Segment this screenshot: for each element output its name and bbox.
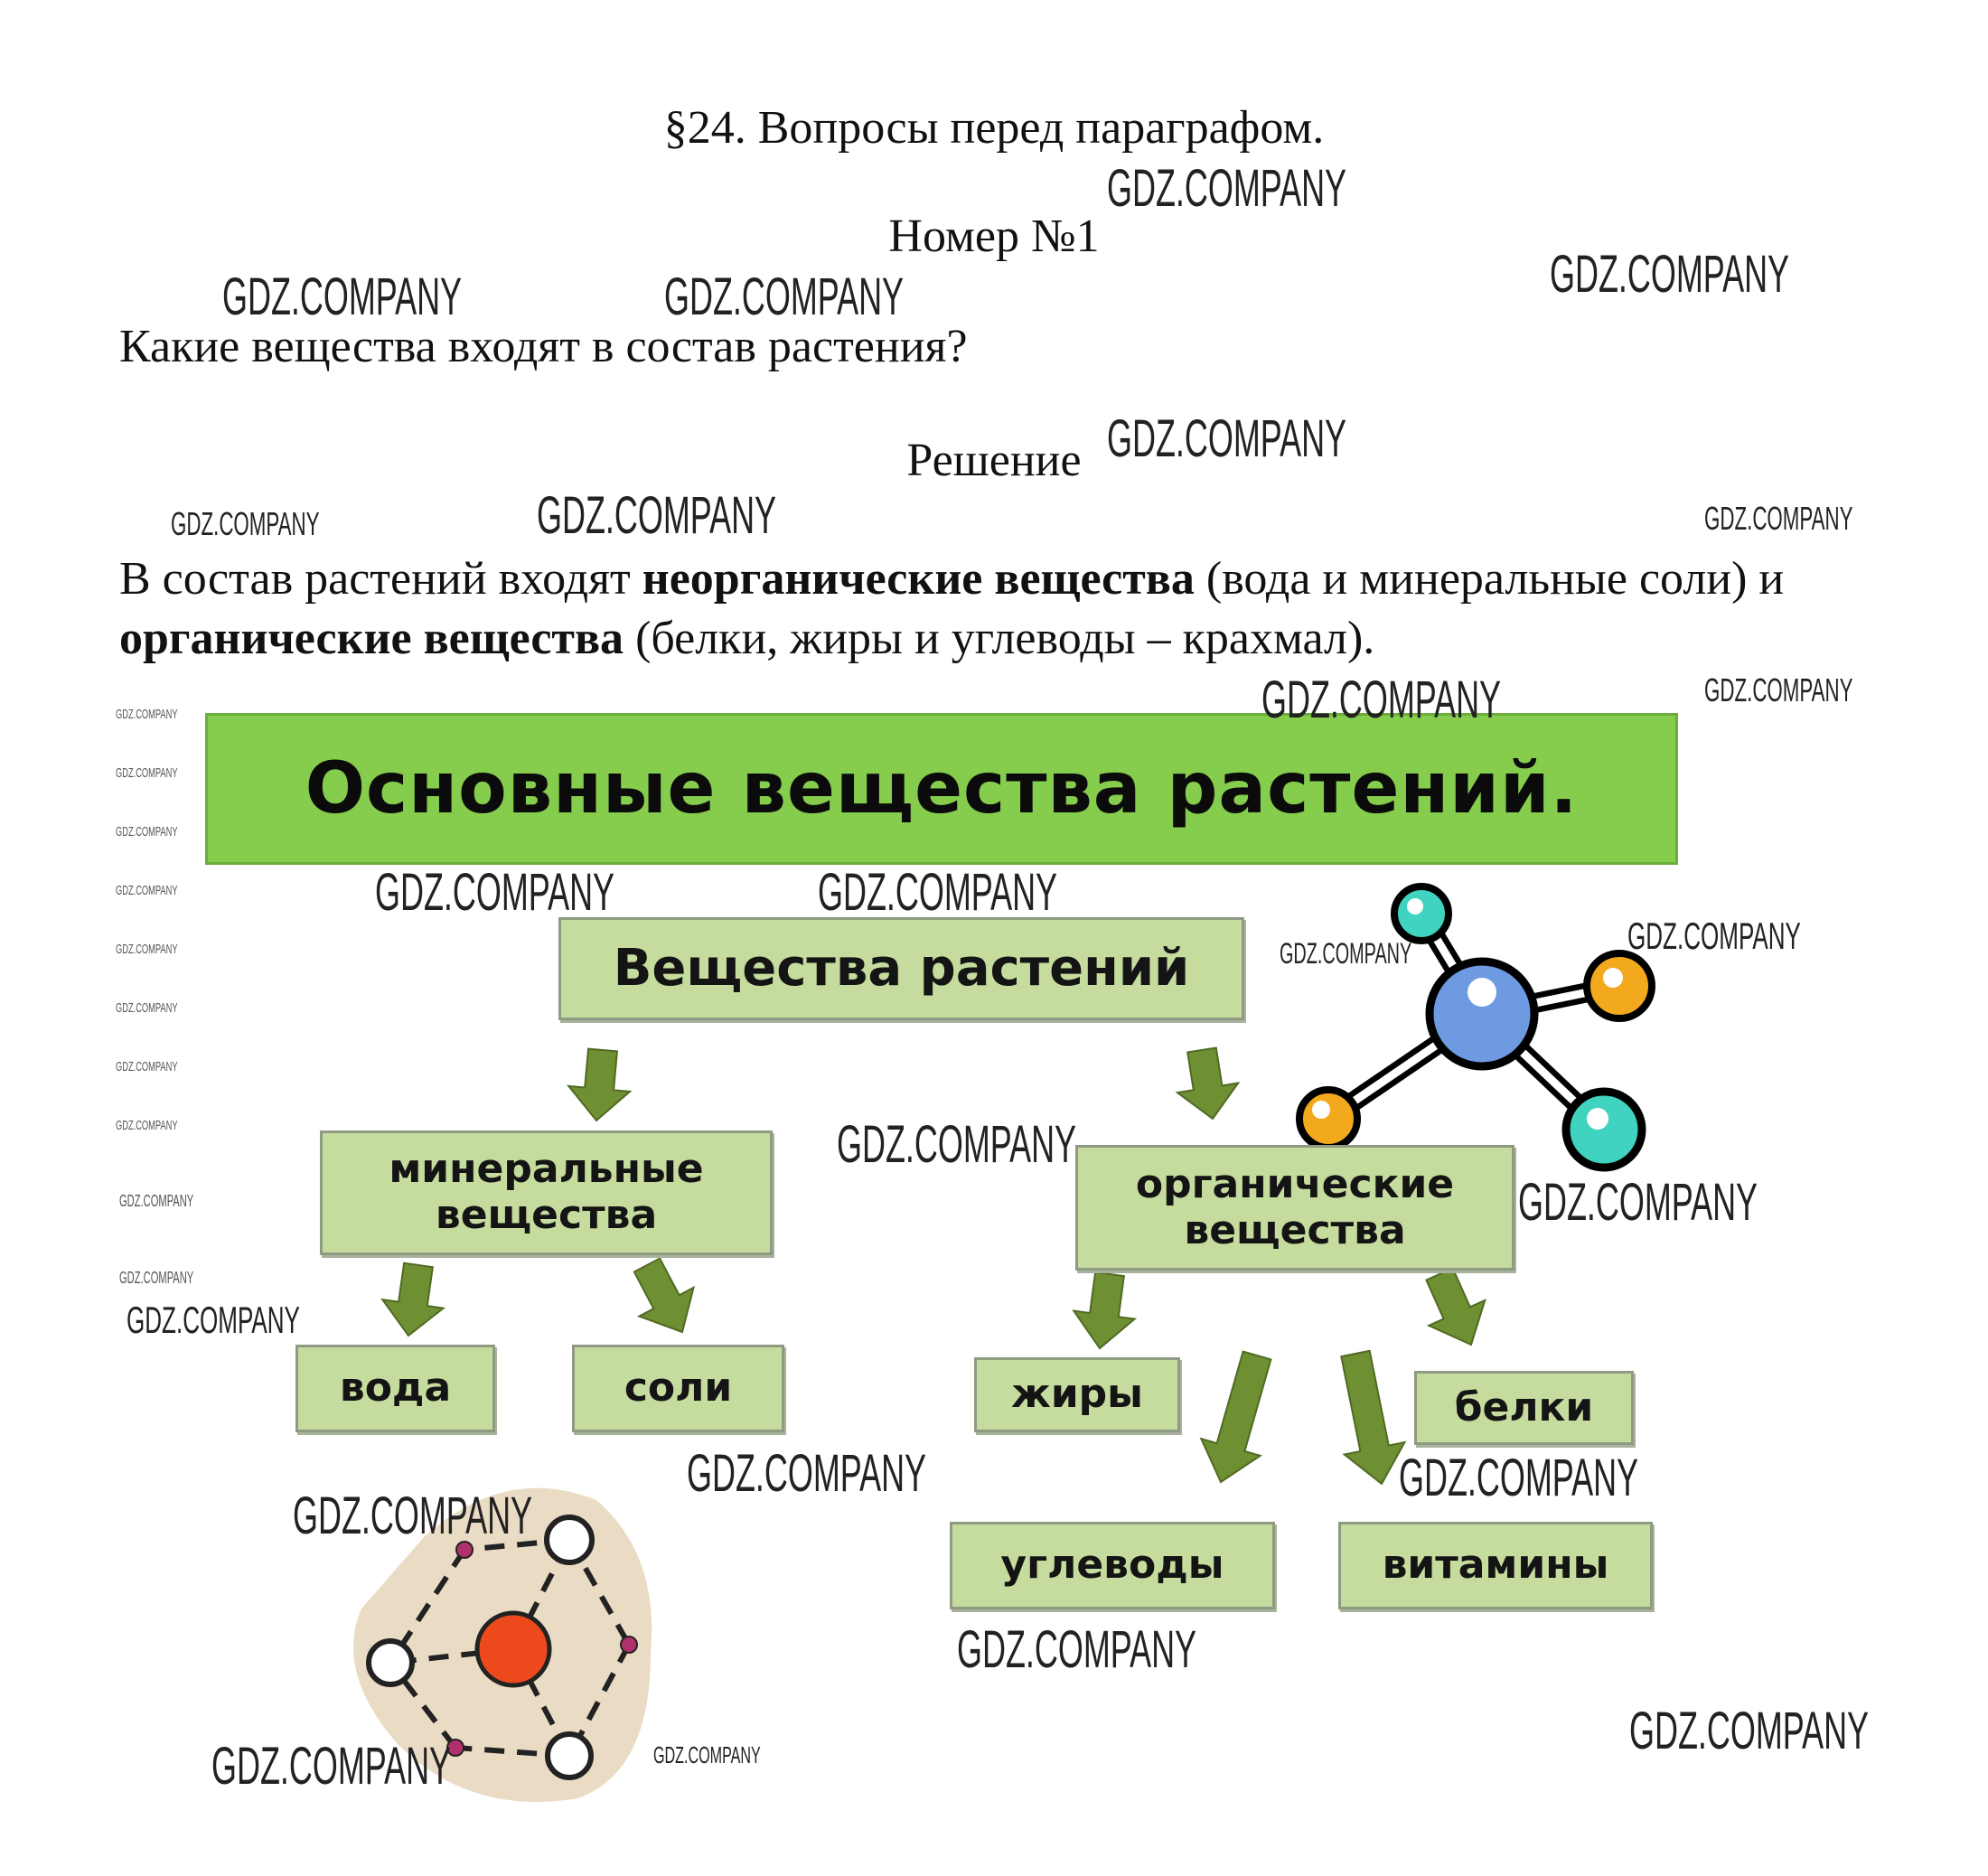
watermark: GDZ.COMPANY — [837, 1115, 1077, 1174]
diagram-banner: Основные вещества растений. — [205, 713, 1678, 865]
box-label: минеральные вещества — [389, 1146, 704, 1238]
watermark: GDZ.COMPANY — [211, 1737, 452, 1796]
watermark: GDZ.COMPANY — [1550, 245, 1790, 304]
watermark: GDZ.COMPANY — [116, 1000, 178, 1016]
box-label: углеводы — [1000, 1542, 1224, 1589]
watermark: GDZ.COMPANY — [1280, 937, 1412, 970]
watermark: GDZ.COMPANY — [1107, 409, 1347, 468]
watermark: GDZ.COMPANY — [1629, 1702, 1870, 1760]
box-label: вода — [339, 1365, 452, 1412]
watermark: GDZ.COMPANY — [1704, 500, 1853, 537]
watermark: GDZ.COMPANY — [687, 1444, 927, 1503]
watermark: GDZ.COMPANY — [537, 486, 777, 545]
watermark: GDZ.COMPANY — [957, 1620, 1197, 1679]
watermark: GDZ.COMPANY — [116, 765, 178, 781]
box-label: жиры — [1011, 1371, 1143, 1418]
watermark: GDZ.COMPANY — [171, 505, 320, 542]
answer-paragraph: В состав растений входят неорганические … — [119, 549, 1890, 669]
box-carbohydrates: углеводы — [950, 1522, 1275, 1609]
watermark: GDZ.COMPANY — [1627, 915, 1801, 957]
box-plant-substances: Вещества растений — [558, 917, 1244, 1020]
watermark: GDZ.COMPANY — [1704, 671, 1853, 708]
watermark: GDZ.COMPANY — [1107, 159, 1347, 218]
box-organic-substances: органические вещества — [1075, 1145, 1514, 1271]
box-water: вода — [295, 1345, 495, 1432]
arrow-down-icon — [1175, 1046, 1241, 1121]
watermark: GDZ.COMPANY — [116, 883, 178, 898]
solution-heading: Решение — [906, 435, 1082, 486]
box-vitamins: витамины — [1338, 1522, 1653, 1609]
molecule-icon — [1296, 883, 1655, 1172]
box-salts: соли — [572, 1345, 784, 1432]
answer-text: (белки, жиры и углеводы – крахмал). — [624, 613, 1375, 664]
task-number: Номер №1 — [888, 211, 1100, 262]
arrow-down-icon — [1199, 1350, 1272, 1484]
arrow-down-icon — [1425, 1267, 1486, 1346]
arrow-down-icon — [633, 1257, 696, 1334]
arrow-down-icon — [1340, 1349, 1407, 1486]
box-label: органические вещества — [1135, 1160, 1455, 1253]
watermark: GDZ.COMPANY — [653, 1741, 761, 1768]
question-text: Какие вещества входят в состав растения? — [119, 321, 968, 372]
arrows-group — [380, 1046, 1486, 1486]
box-label: витамины — [1382, 1542, 1609, 1589]
box-fats: жиры — [974, 1357, 1180, 1432]
watermark: GDZ.COMPANY — [375, 863, 615, 922]
arrow-down-icon — [567, 1047, 633, 1122]
answer-text: (вода и минеральные соли) и — [1194, 553, 1785, 605]
box-label: Вещества растений — [613, 938, 1190, 998]
arrow-down-icon — [1072, 1271, 1138, 1350]
section-title: §24. Вопросы перед параграфом. — [663, 102, 1325, 154]
watermark: GDZ.COMPANY — [116, 1059, 178, 1074]
watermark: GDZ.COMPANY — [119, 1192, 194, 1210]
box-label: белки — [1454, 1384, 1594, 1430]
box-label: соли — [624, 1365, 733, 1412]
box-mineral-substances: минеральные вещества — [320, 1130, 773, 1255]
watermark: GDZ.COMPANY — [1261, 671, 1502, 729]
answer-bold-inorganic: неорганические вещества — [642, 553, 1195, 605]
watermark: GDZ.COMPANY — [818, 863, 1058, 922]
watermark: GDZ.COMPANY — [116, 1118, 178, 1133]
answer-text: В состав растений входят — [119, 553, 642, 605]
watermark: GDZ.COMPANY — [116, 942, 178, 957]
arrow-down-icon — [380, 1262, 446, 1337]
watermark: GDZ.COMPANY — [1518, 1173, 1758, 1232]
watermark: GDZ.COMPANY — [127, 1299, 300, 1341]
watermark: GDZ.COMPANY — [116, 707, 178, 722]
watermark: GDZ.COMPANY — [293, 1487, 533, 1545]
box-proteins: белки — [1414, 1371, 1634, 1445]
molecule-cluster-icon — [353, 1487, 652, 1802]
watermark: GDZ.COMPANY — [1399, 1449, 1639, 1507]
watermark: GDZ.COMPANY — [119, 1269, 194, 1287]
answer-bold-organic: органические вещества — [119, 613, 624, 664]
banner-title: Основные вещества растений. — [305, 748, 1579, 830]
watermark: GDZ.COMPANY — [222, 267, 463, 326]
watermark: GDZ.COMPANY — [664, 267, 905, 326]
watermark: GDZ.COMPANY — [116, 824, 178, 840]
